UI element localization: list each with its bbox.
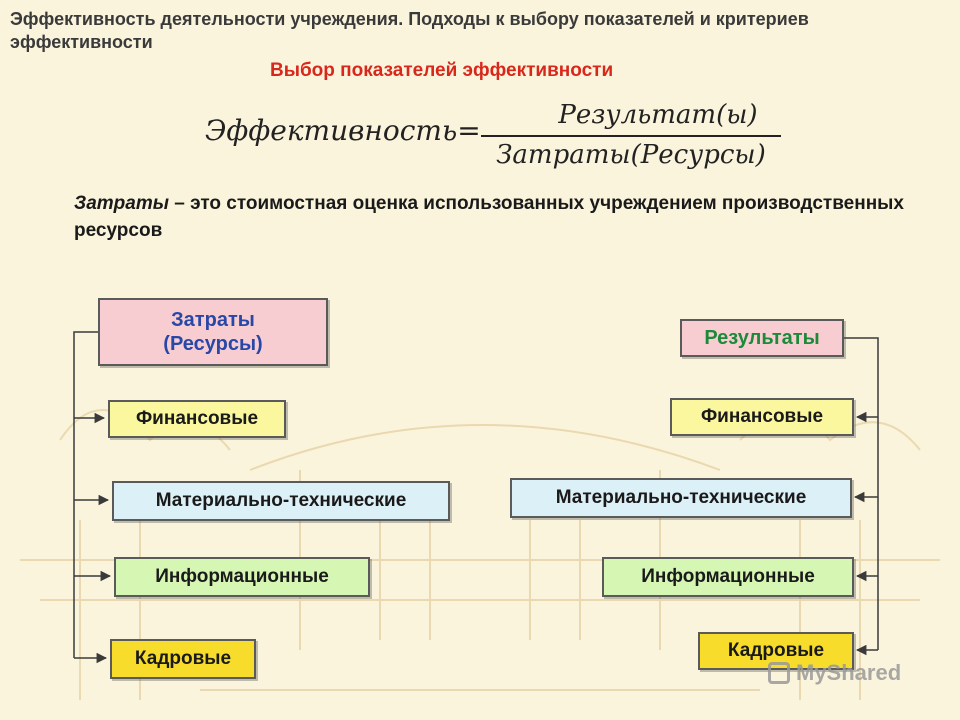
- formula-denominator: Затраты(Ресурсы): [496, 140, 766, 170]
- watermark-text: MyShared: [796, 660, 902, 685]
- costs-definition: Затраты – это стоимостная оценка использ…: [74, 190, 914, 244]
- watermark-logo-icon: [768, 662, 790, 684]
- formula-lhs: Эффективность=: [205, 114, 481, 147]
- costs-item-label: Финансовые: [135, 408, 259, 429]
- results-item-label: Кадровые: [727, 640, 825, 661]
- costs-item-label: Материально-технические: [155, 490, 407, 511]
- costs-item-financial: Финансовые: [108, 400, 286, 438]
- costs-item-personnel: Кадровые: [110, 639, 256, 679]
- page-title: Эффективность деятельности учреждения. П…: [10, 9, 809, 52]
- results-item-material: Материально-технические: [510, 478, 852, 518]
- results-item-information: Информационные: [602, 557, 854, 597]
- costs-item-material: Материально-технические: [112, 481, 450, 521]
- results-item-label: Информационные: [641, 566, 815, 587]
- costs-item-label: Информационные: [155, 566, 329, 587]
- definition-text: – это стоимостная оценка использованных …: [74, 193, 904, 241]
- costs-item-information: Информационные: [114, 557, 370, 597]
- costs-header-box: Затраты (Ресурсы): [98, 298, 328, 366]
- definition-term: Затраты: [74, 193, 169, 214]
- results-item-personnel: Кадровые: [698, 632, 854, 670]
- efficiency-formula: Эффективность= Результат(ы) Затраты(Ресу…: [205, 100, 795, 176]
- results-header-label: Результаты: [704, 327, 820, 349]
- costs-item-label: Кадровые: [134, 648, 232, 669]
- formula-fraction-bar: [481, 135, 781, 137]
- section-subtitle: Выбор показателей эффективности: [270, 60, 614, 81]
- results-item-label: Финансовые: [700, 406, 824, 427]
- costs-header-label: Затраты (Ресурсы): [163, 309, 263, 355]
- formula-numerator: Результат(ы): [558, 100, 758, 130]
- results-item-label: Материально-технические: [555, 487, 807, 508]
- results-item-financial: Финансовые: [670, 398, 854, 436]
- costs-connector-spine: [73, 331, 98, 658]
- results-header-box: Результаты: [680, 319, 844, 357]
- results-connector-spine: [844, 337, 879, 650]
- watermark: MyShared: [768, 660, 901, 686]
